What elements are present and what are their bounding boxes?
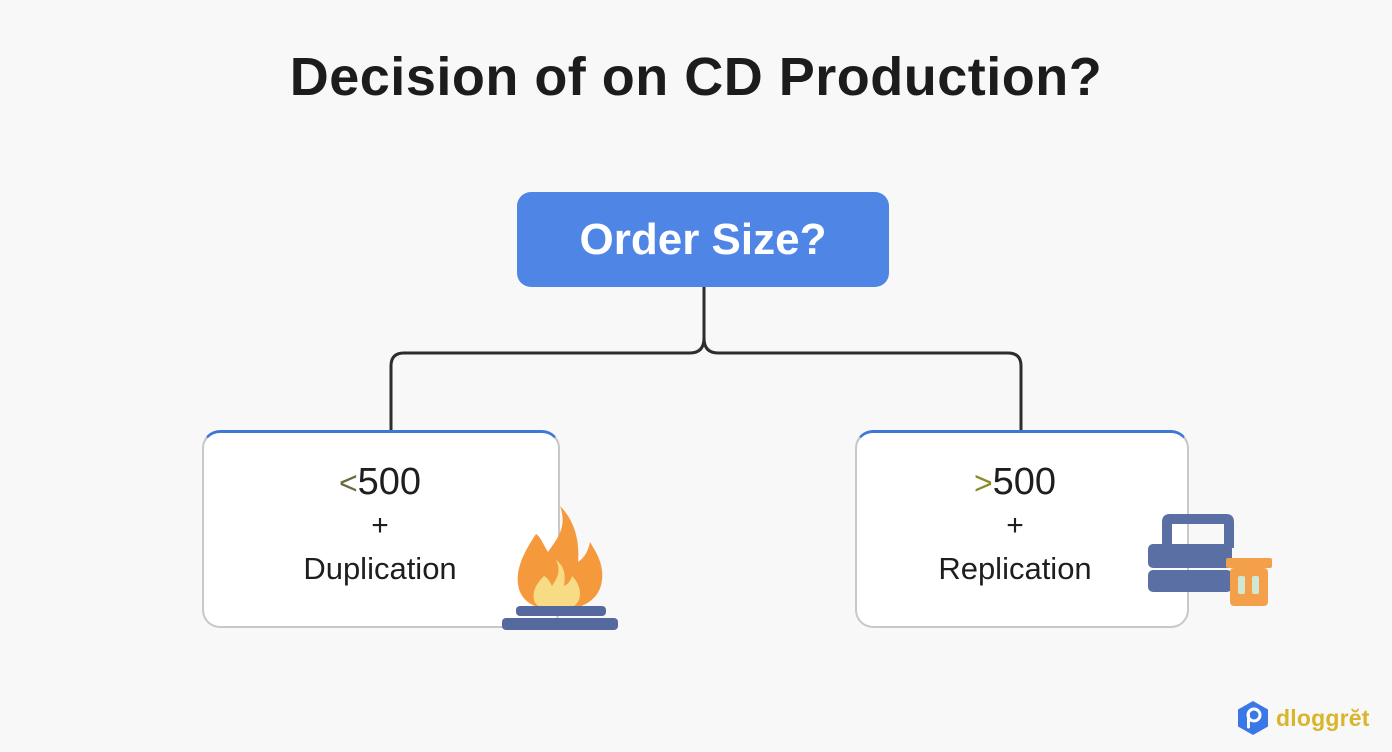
brand-watermark: dloggrĕt <box>1236 700 1370 736</box>
brand-logo-icon <box>1238 701 1268 735</box>
plus-sign: + <box>1006 509 1024 542</box>
branch-node-small-order: <500 + Duplication <box>202 430 560 628</box>
toolbox-icon <box>1148 514 1272 606</box>
diagram-title: Decision of on CD Production? <box>289 47 1103 107</box>
branch-method: Duplication <box>303 551 457 586</box>
branch-node-large-order: >500 + Replication <box>855 430 1189 628</box>
plus-sign: + <box>371 509 389 542</box>
branch-method: Replication <box>938 551 1092 586</box>
brand-name: dloggrĕt <box>1276 704 1370 731</box>
fire-burner-icon <box>502 506 618 630</box>
branch-condition: <500 <box>338 461 422 503</box>
root-decision-node: Order Size? <box>517 192 889 287</box>
root-node-label: Order Size? <box>579 214 827 264</box>
branch-condition: >500 <box>973 461 1057 503</box>
